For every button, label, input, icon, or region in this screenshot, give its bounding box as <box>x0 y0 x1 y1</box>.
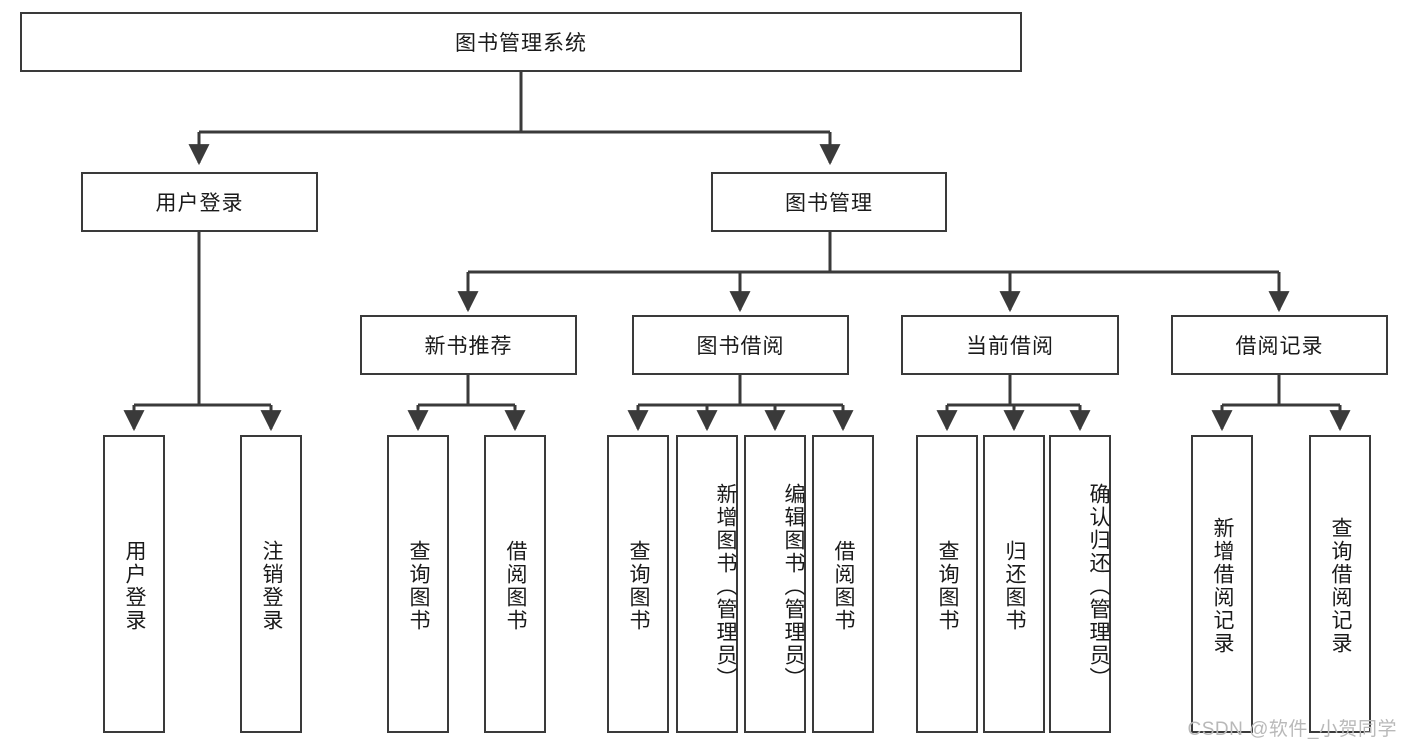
node-book-borrow[interactable]: 图书借阅 <box>632 315 849 375</box>
node-root[interactable]: 图书管理系统 <box>20 12 1022 72</box>
node-book-borrow-label: 图书借阅 <box>696 335 785 358</box>
leaf-borrow-book-2-label: 借阅图书 <box>832 540 856 632</box>
leaf-add-book-label: 新增图书（管理员） <box>714 482 737 690</box>
node-borrow-record[interactable]: 借阅记录 <box>1171 315 1388 375</box>
leaf-user-login-label: 用户登录 <box>123 540 147 632</box>
node-new-book-recommend-label: 新书推荐 <box>424 335 513 358</box>
leaf-add-record-label: 新增借阅记录 <box>1211 517 1235 655</box>
node-root-label: 图书管理系统 <box>455 32 587 55</box>
node-book-manage[interactable]: 图书管理 <box>711 172 947 232</box>
leaf-user-login[interactable]: 用户登录 <box>103 435 165 733</box>
leaf-add-book[interactable]: 新增图书（管理员） <box>676 435 738 733</box>
leaf-query-record[interactable]: 查询借阅记录 <box>1309 435 1371 733</box>
leaf-edit-book-label: 编辑图书（管理员） <box>782 482 805 690</box>
node-user-login[interactable]: 用户登录 <box>81 172 318 232</box>
leaf-query-book-1[interactable]: 查询图书 <box>387 435 449 733</box>
leaf-confirm-return-label: 确认归还（管理员） <box>1087 482 1110 690</box>
leaf-return-book-label: 归还图书 <box>1003 540 1027 632</box>
leaf-confirm-return[interactable]: 确认归还（管理员） <box>1049 435 1111 733</box>
node-current-borrow[interactable]: 当前借阅 <box>901 315 1119 375</box>
leaf-query-book-2-label: 查询图书 <box>627 540 651 632</box>
node-book-manage-label: 图书管理 <box>785 192 873 215</box>
leaf-logout[interactable]: 注销登录 <box>240 435 302 733</box>
leaf-query-book-1-label: 查询图书 <box>407 540 431 632</box>
leaf-logout-label: 注销登录 <box>260 540 284 632</box>
leaf-query-book-3[interactable]: 查询图书 <box>916 435 978 733</box>
node-new-book-recommend[interactable]: 新书推荐 <box>360 315 577 375</box>
leaf-query-record-label: 查询借阅记录 <box>1329 517 1353 655</box>
node-current-borrow-label: 当前借阅 <box>966 335 1054 358</box>
node-borrow-record-label: 借阅记录 <box>1235 335 1324 358</box>
leaf-borrow-book-1-label: 借阅图书 <box>504 540 528 632</box>
leaf-add-record[interactable]: 新增借阅记录 <box>1191 435 1253 733</box>
csdn-watermark: CSDN @软件_小贺同学 <box>1187 719 1397 740</box>
leaf-edit-book[interactable]: 编辑图书（管理员） <box>744 435 806 733</box>
leaf-query-book-2[interactable]: 查询图书 <box>607 435 669 733</box>
leaf-borrow-book-2[interactable]: 借阅图书 <box>812 435 874 733</box>
node-user-login-label: 用户登录 <box>155 192 244 215</box>
leaf-query-book-3-label: 查询图书 <box>936 540 960 632</box>
leaf-borrow-book-1[interactable]: 借阅图书 <box>484 435 546 733</box>
leaf-return-book[interactable]: 归还图书 <box>983 435 1045 733</box>
